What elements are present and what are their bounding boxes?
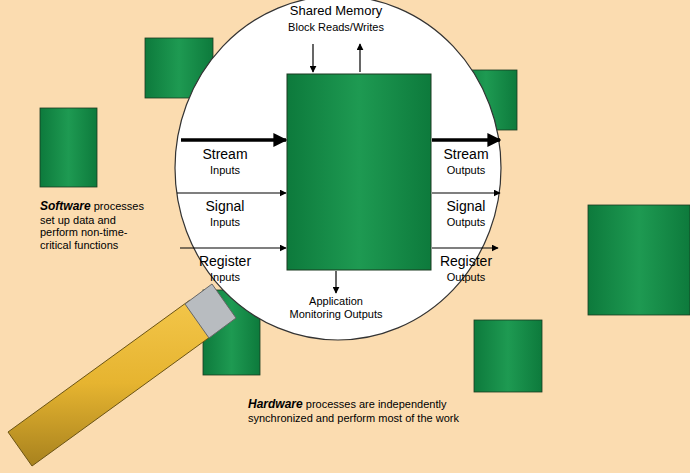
memory-label: Shared Memory [271, 4, 401, 19]
software-note: Software processes set up data and perfo… [40, 200, 152, 252]
input-sublabel: Inputs [175, 164, 275, 177]
hardware-note: Hardware processes are independently syn… [248, 398, 480, 424]
input-label: Stream [175, 146, 275, 162]
magnifier-handle [8, 284, 236, 466]
input-sublabel: Inputs [175, 216, 275, 229]
hardware-block [287, 74, 431, 270]
memory-sublabel: Block Reads/Writes [271, 21, 401, 34]
input-sublabel: Inputs [175, 271, 275, 284]
monitor-label: Application Monitoring Outputs [286, 295, 386, 320]
output-label: Stream [416, 146, 516, 162]
output-label: Register [416, 253, 516, 269]
input-label: Register [175, 253, 275, 269]
output-sublabel: Outputs [416, 271, 516, 284]
output-sublabel: Outputs [416, 164, 516, 177]
input-label: Signal [175, 198, 275, 214]
output-sublabel: Outputs [416, 216, 516, 229]
output-label: Signal [416, 198, 516, 214]
